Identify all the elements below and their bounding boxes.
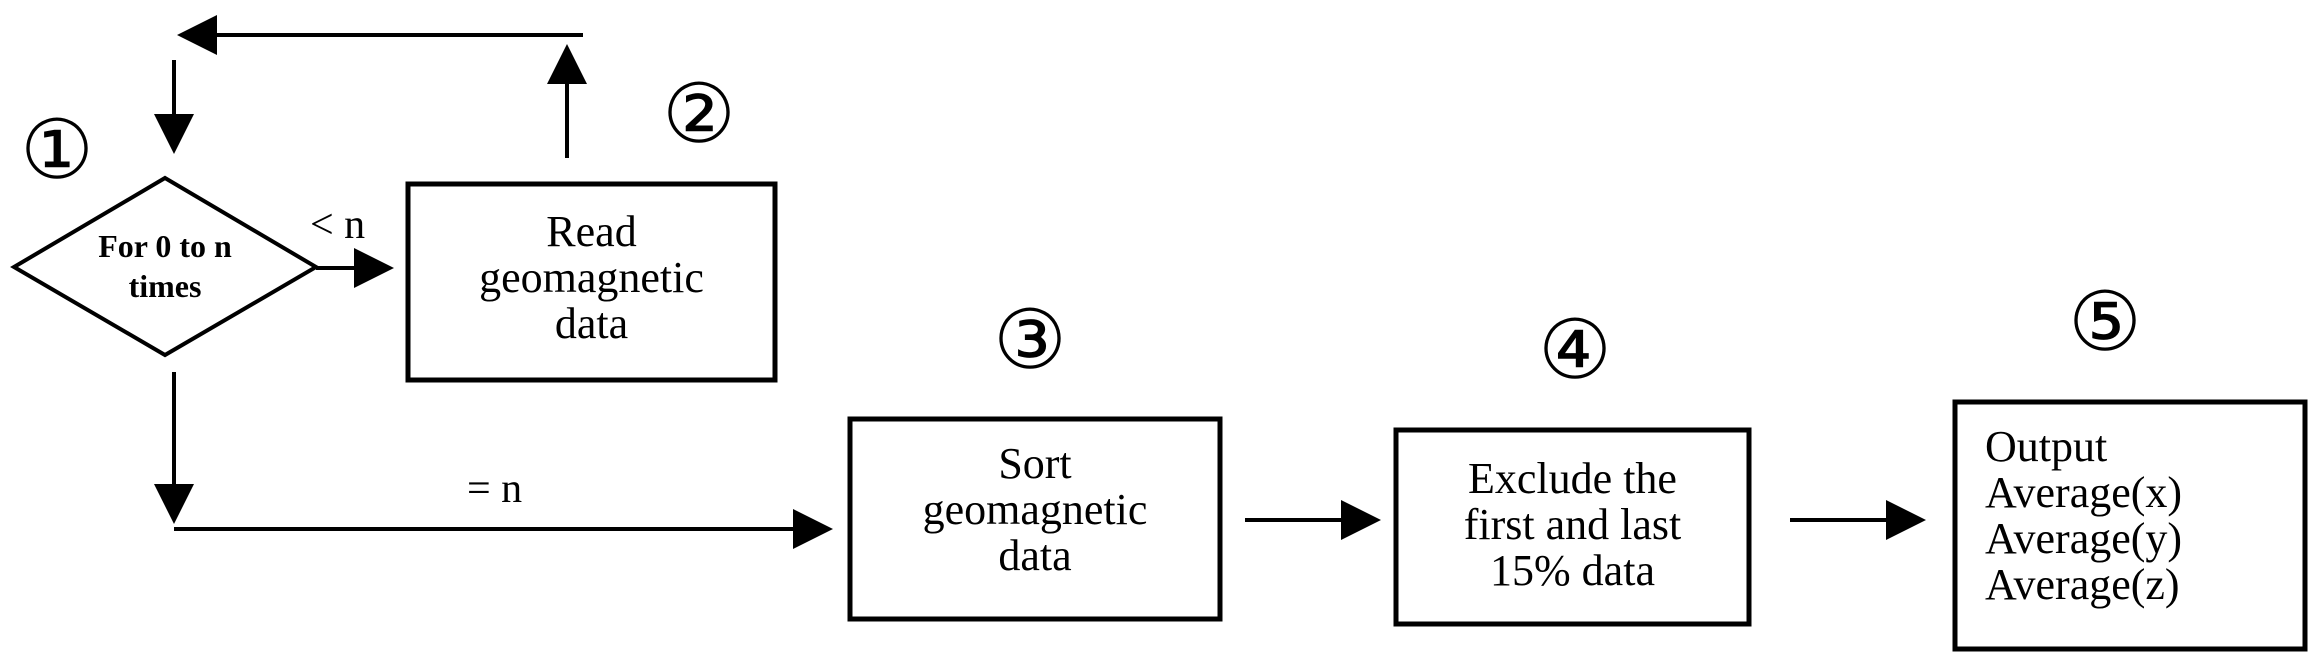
exclude-data-box (1393, 427, 1752, 627)
output-box (1952, 399, 2308, 652)
decision-label: For 0 to n times (98, 228, 232, 304)
output-text: Output Average(x) Average(y) Average(z) (1985, 422, 2183, 609)
sort-data-text: Sort geomagnetic data (922, 439, 1148, 580)
step-number-4: ④ (1538, 305, 1612, 396)
exclude-data-text: Exclude the first and last 15% data (1463, 454, 1682, 595)
read-data-text: Read geomagnetic data (479, 207, 704, 348)
step-number-2: ② (662, 69, 736, 160)
step-number-1: ① (20, 105, 94, 196)
equals-n-label: = n (467, 466, 523, 512)
decision-diamond (10, 175, 320, 358)
step-number-5: ⑤ (2068, 277, 2142, 368)
read-data-box (405, 181, 778, 383)
sort-data-box (847, 416, 1223, 622)
step-number-3: ③ (993, 295, 1067, 386)
less-than-n-label: < n (310, 202, 366, 248)
